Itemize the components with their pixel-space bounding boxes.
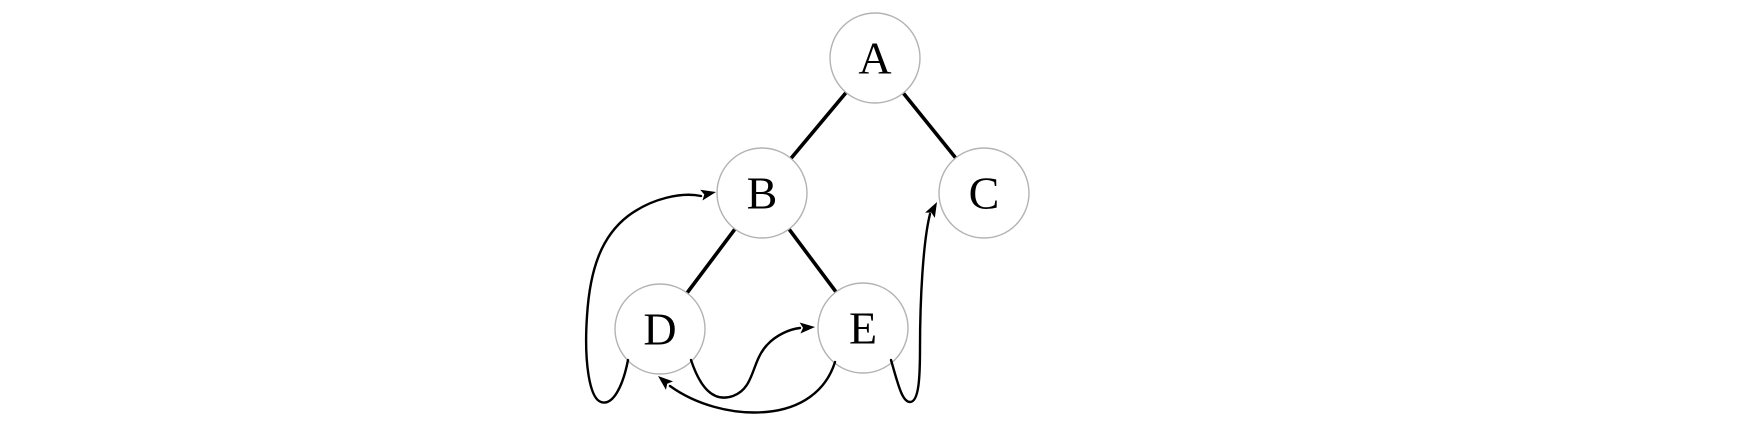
arrow-edge-E-C (889, 212, 932, 404)
arrow-edge-D-E (689, 326, 802, 399)
node-label-C: C (969, 168, 1000, 219)
node-label-B: B (747, 168, 778, 219)
arrow-edge-E-D (668, 360, 837, 414)
arrowhead-E-C (925, 202, 937, 218)
node-label-E: E (849, 303, 877, 354)
arrow-edge-D-B (584, 193, 703, 404)
node-label-D: D (643, 304, 676, 355)
node-circle-E (817, 282, 909, 374)
arrowhead-D-E (799, 322, 815, 334)
arrowhead-E-D (658, 376, 674, 390)
node-label-A: A (858, 33, 891, 84)
node-circle-C (938, 147, 1030, 239)
node-circle-D (614, 283, 706, 375)
arrowhead-D-B (700, 189, 716, 201)
node-circle-A (829, 12, 921, 104)
node-circle-B (716, 147, 808, 239)
